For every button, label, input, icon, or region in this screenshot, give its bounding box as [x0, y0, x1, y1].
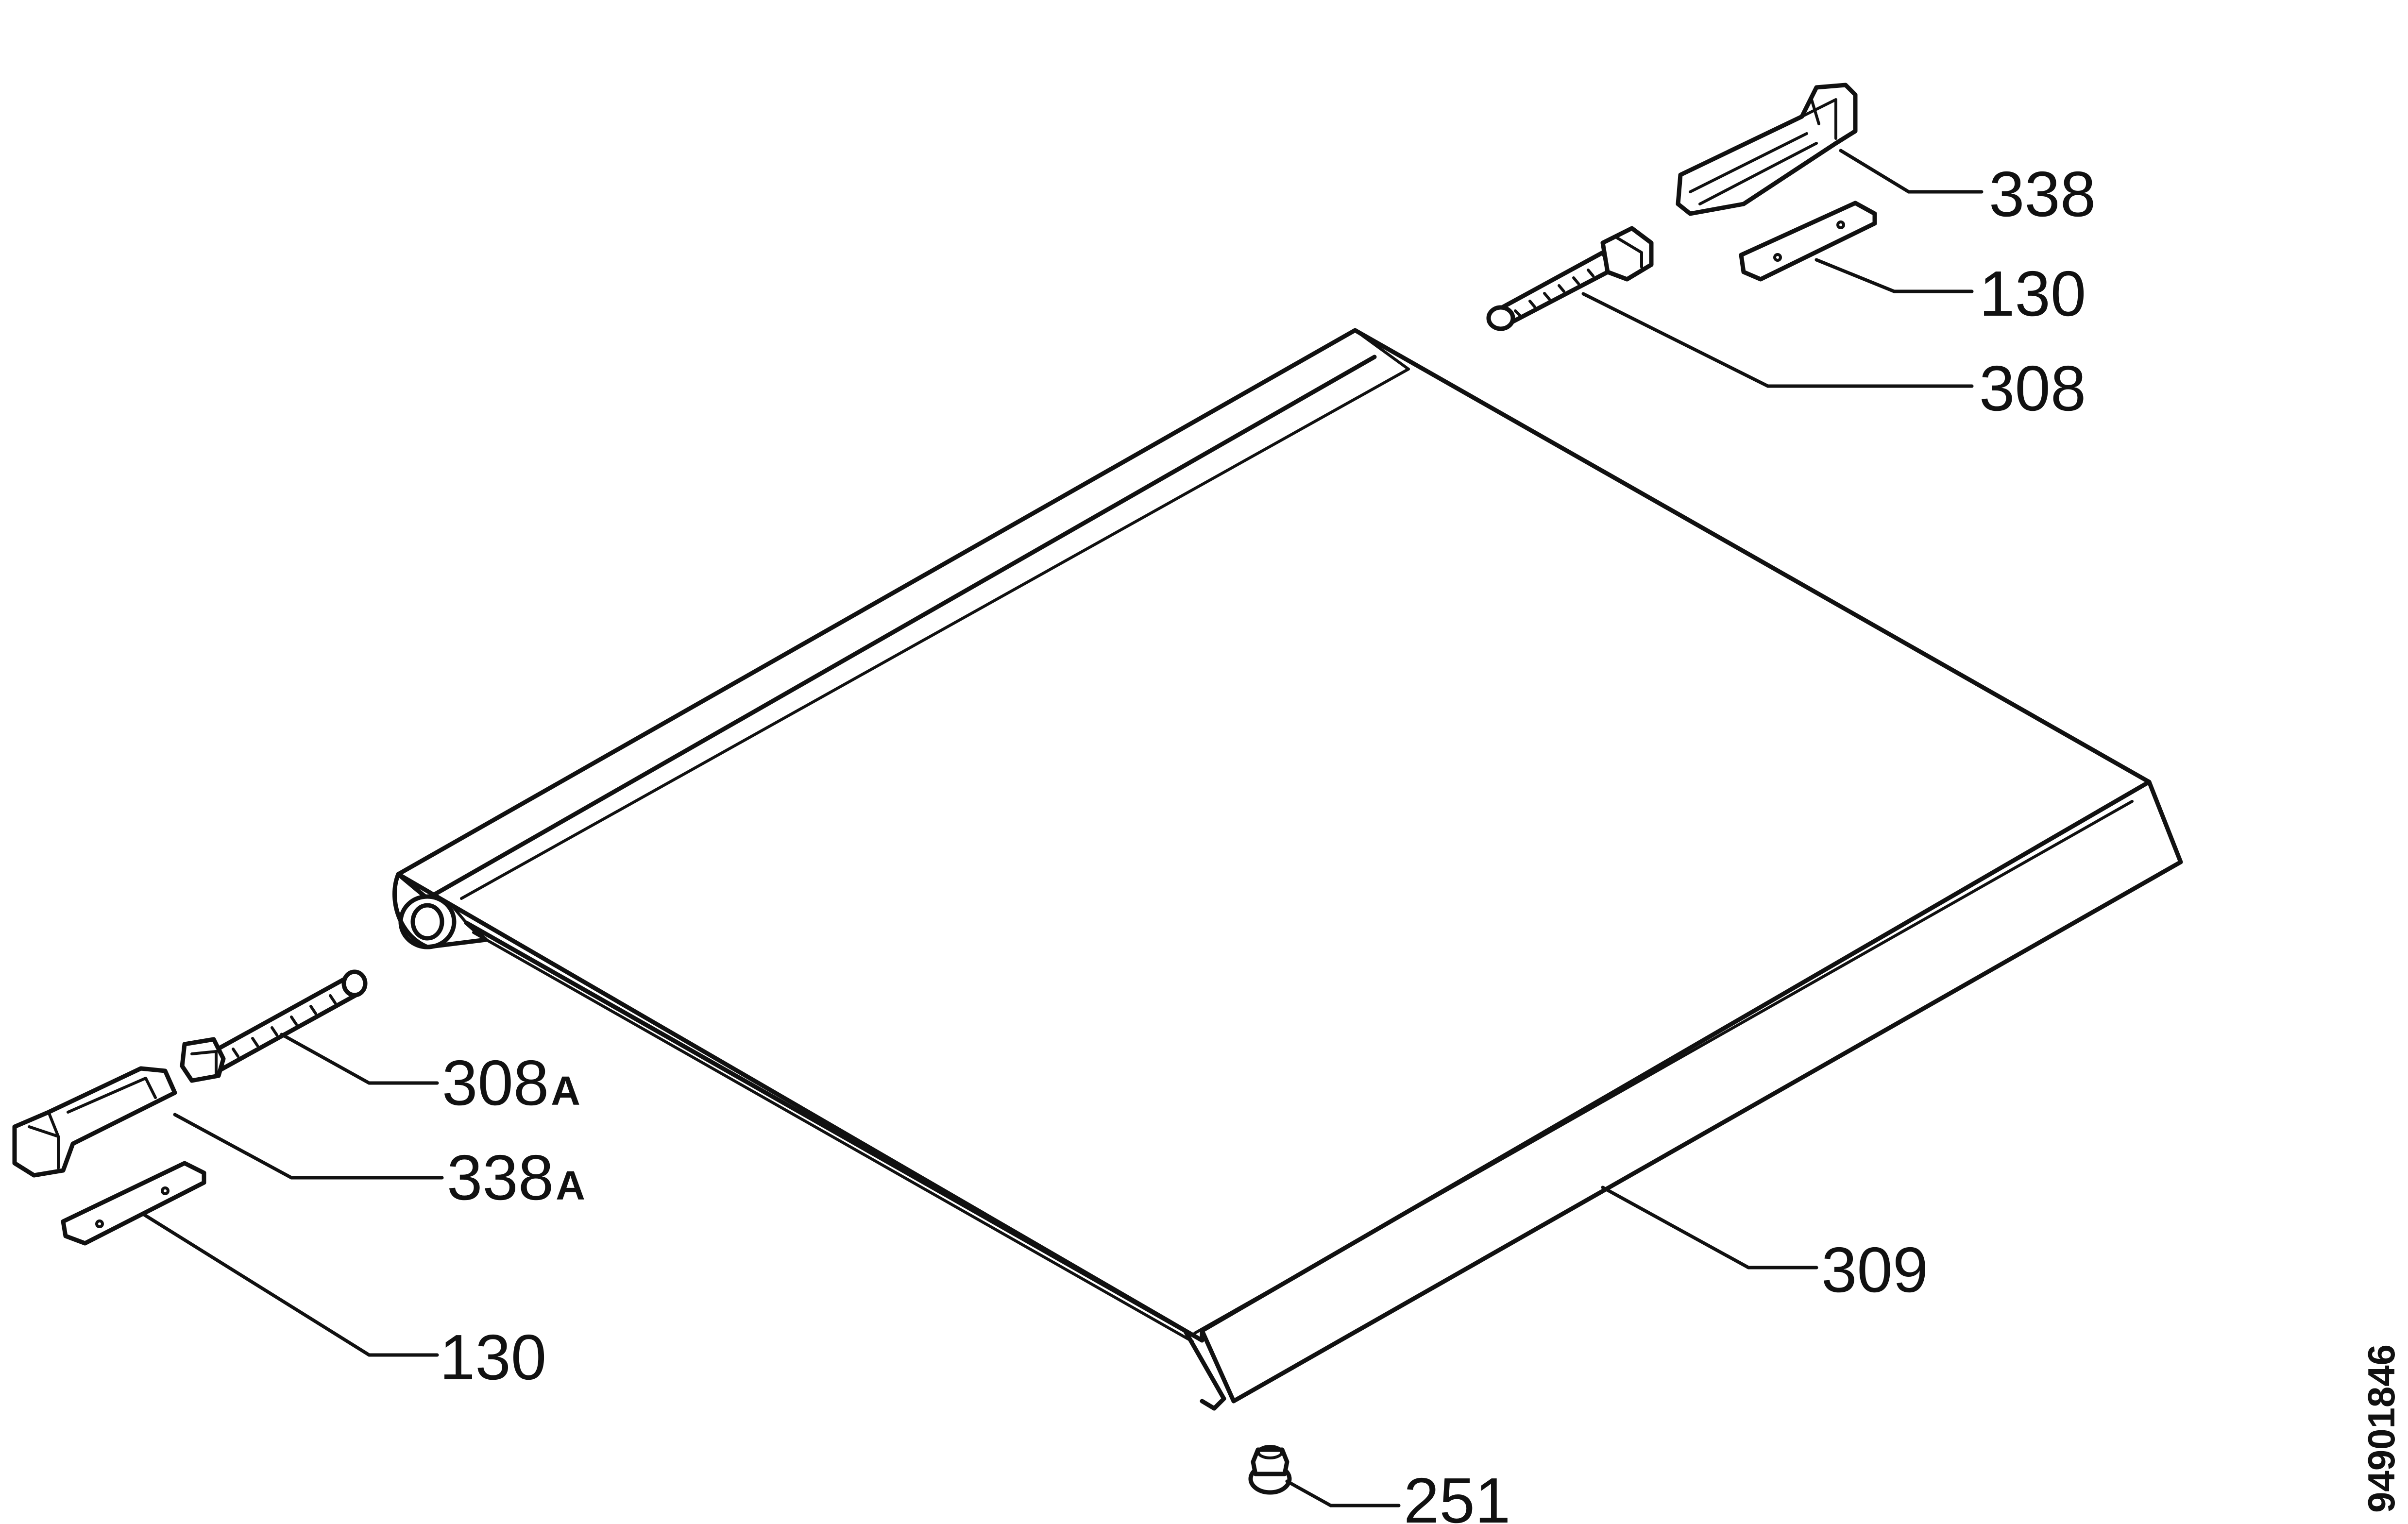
callout-309: 309 [1821, 1234, 1928, 1305]
rubber-buffer-251 [1248, 1445, 1292, 1495]
hinge-bracket-338a [12, 1066, 177, 1178]
leader-308a [280, 1033, 439, 1085]
callout-130-bottom: 130 [440, 1321, 546, 1393]
hinge-pin-308 [1486, 226, 1654, 331]
leader-308 [1581, 292, 1974, 388]
mounting-plate-130-top [1739, 201, 1877, 282]
callout-338: 338 [1989, 158, 2096, 230]
callout-308a: 308A [442, 1047, 580, 1118]
callout-338a: 338A [447, 1142, 585, 1213]
leader-338a [173, 1113, 444, 1180]
leader-338 [1839, 149, 1984, 194]
leader-130-bottom [141, 1212, 439, 1357]
callout-251: 251 [1404, 1465, 1510, 1524]
callout-308: 308 [1979, 353, 2086, 424]
lid-panel [392, 328, 2183, 1411]
mounting-plate-130-bottom [61, 1161, 206, 1246]
leader-251 [1285, 1479, 1401, 1507]
hinge-pin-308a [180, 969, 368, 1083]
hinge-bracket-338 [1676, 83, 1858, 216]
leader-309 [1601, 1185, 1818, 1270]
callout-130-top: 130 [1979, 258, 2086, 329]
document-number: 94901846 [2360, 1344, 2403, 1513]
leader-lines [141, 149, 1984, 1507]
leader-130-top [1814, 258, 1974, 293]
